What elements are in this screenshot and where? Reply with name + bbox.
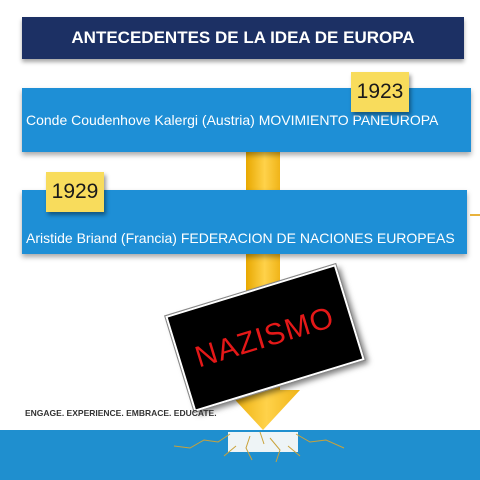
slogan-text: ENGAGE. EXPERIENCE. EMBRACE. EDUCATE. bbox=[25, 408, 217, 418]
event-text: Conde Coudenhove Kalergi (Austria) MOVIM… bbox=[26, 112, 439, 128]
down-arrow-icon bbox=[226, 390, 300, 430]
nazismo-block-card: NAZISMO bbox=[165, 264, 365, 412]
edge-dash bbox=[470, 214, 480, 216]
crack-lines-icon bbox=[173, 431, 345, 463]
nazismo-label: NAZISMO bbox=[191, 300, 339, 375]
slide-title: ANTECEDENTES DE LA IDEA DE EUROPA bbox=[22, 17, 464, 59]
event-text: Aristide Briand (Francia) FEDERACION DE … bbox=[26, 230, 455, 246]
year-tag-1929: 1929 bbox=[46, 172, 104, 212]
year-tag-1923: 1923 bbox=[351, 72, 409, 112]
